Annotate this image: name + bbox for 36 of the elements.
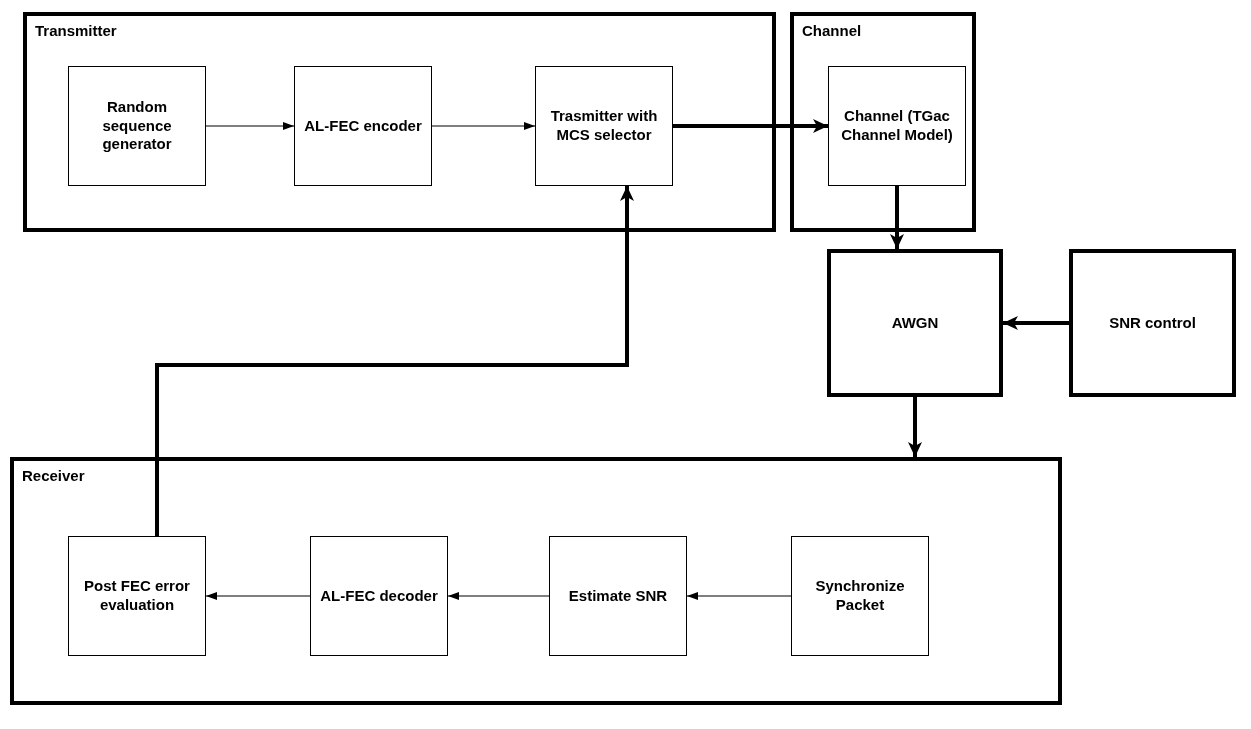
group-title: Channel bbox=[802, 21, 862, 41]
box-label: Trasmitter with MCS selector bbox=[549, 107, 659, 145]
process-box bbox=[549, 536, 687, 656]
box-label: Random sequence generator bbox=[101, 97, 173, 155]
arrow bbox=[1003, 316, 1069, 330]
box-label: AL-FEC decoder bbox=[320, 586, 438, 606]
arrow bbox=[890, 186, 904, 249]
process-box bbox=[68, 66, 206, 186]
group-panel bbox=[10, 457, 1062, 705]
box-label: AL-FEC encoder bbox=[304, 116, 422, 136]
process-box bbox=[535, 66, 673, 186]
arrow bbox=[908, 397, 922, 457]
box-label: Estimate SNR bbox=[568, 586, 668, 606]
group-title: Receiver bbox=[22, 466, 85, 486]
arrow bbox=[686, 592, 792, 600]
process-box bbox=[294, 66, 432, 186]
process-box bbox=[828, 66, 966, 186]
box-label: Post FEC error evaluation bbox=[83, 577, 191, 615]
process-box bbox=[791, 536, 929, 656]
process-box bbox=[68, 536, 206, 656]
process-box bbox=[310, 536, 448, 656]
process-box bbox=[827, 249, 1003, 397]
arrow bbox=[205, 122, 295, 130]
process-box bbox=[1069, 249, 1236, 397]
arrow bbox=[155, 186, 634, 536]
box-label: Channel (TGac Channel Model) bbox=[840, 107, 954, 145]
box-label: AWGN bbox=[891, 313, 939, 333]
arrow bbox=[205, 592, 311, 600]
group-panel bbox=[23, 12, 776, 232]
box-label: SNR control bbox=[1109, 313, 1196, 333]
group-title: Transmitter bbox=[35, 21, 117, 41]
arrow bbox=[673, 119, 828, 133]
box-label: Synchronize Packet bbox=[814, 577, 906, 615]
group-panel bbox=[790, 12, 976, 232]
arrow bbox=[431, 122, 536, 130]
arrow bbox=[447, 592, 550, 600]
